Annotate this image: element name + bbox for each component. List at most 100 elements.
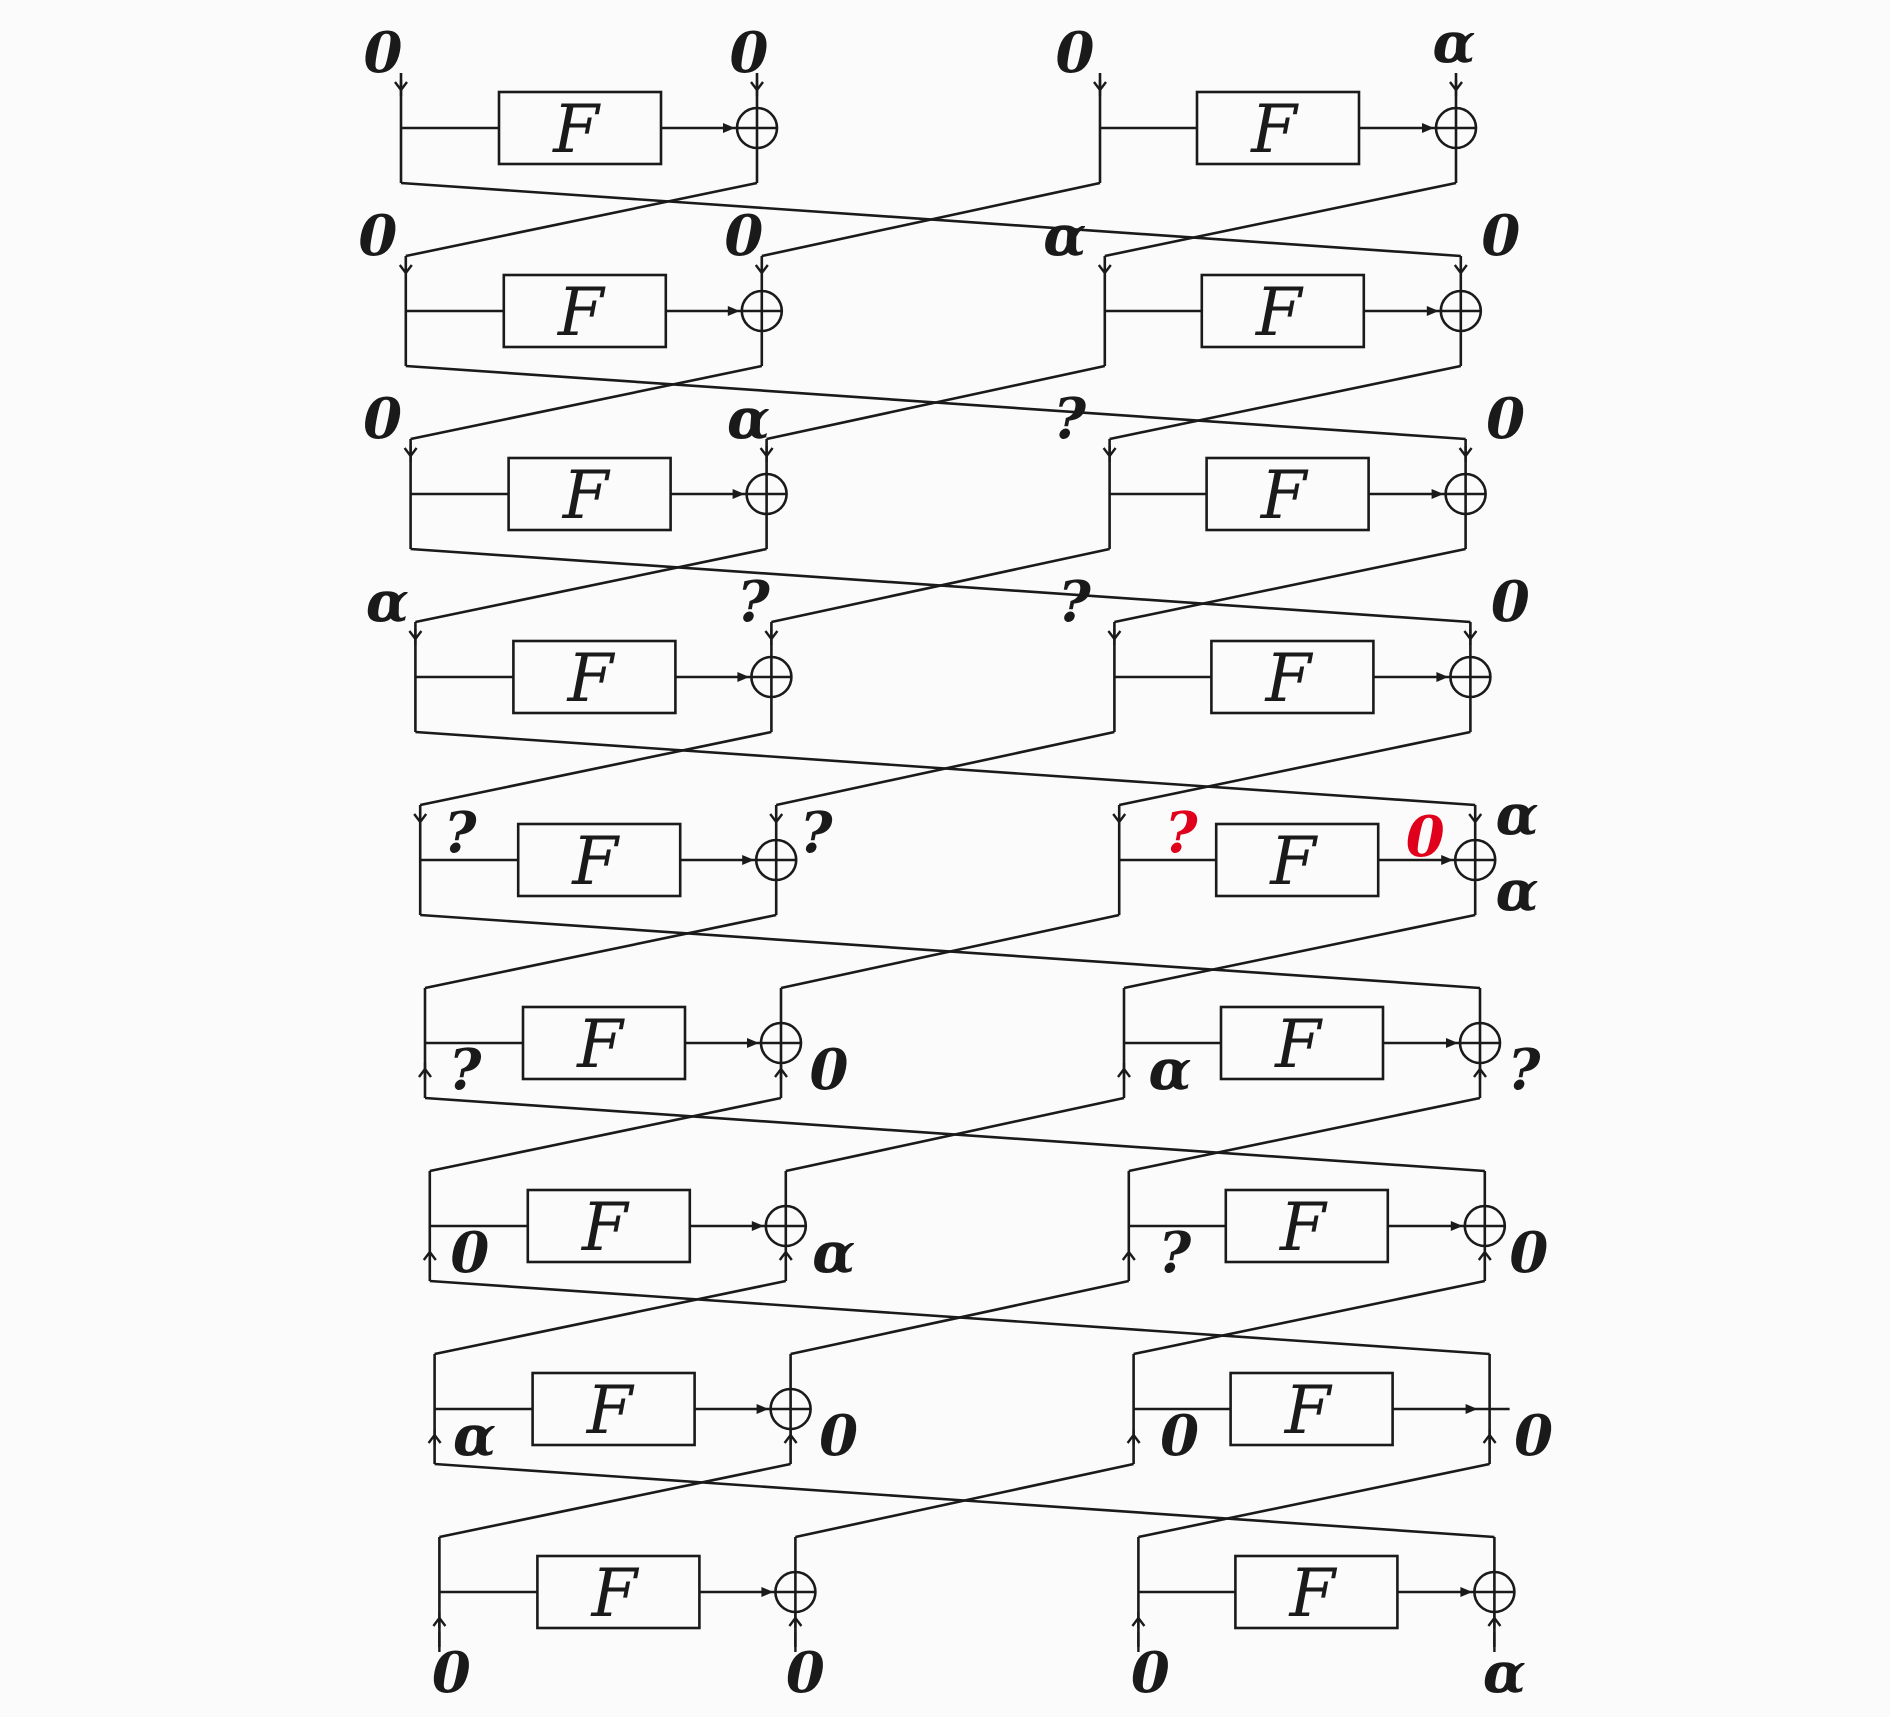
round-1-left: F — [399, 73, 779, 183]
right-input-diff-label: ? — [1053, 386, 1087, 452]
wire-long-cross-0 — [400, 181, 1461, 258]
right-input-diff-label: 0 — [1160, 1403, 1199, 1469]
wire-left-half-5 — [429, 1096, 782, 1173]
f-function-box — [516, 822, 682, 898]
direction-tick-head — [1468, 813, 1483, 824]
f-function-label: F — [581, 1189, 630, 1266]
wire-right-half-1 — [1109, 364, 1462, 441]
f-function-box — [1224, 1188, 1390, 1264]
left-input-diff-label: α — [453, 1403, 496, 1469]
right-xor-diff-label: 0 — [1486, 386, 1525, 452]
round-2-left: F — [404, 256, 784, 366]
wire-left-half-1 — [410, 364, 763, 441]
direction-tick-head — [1121, 1250, 1136, 1261]
direction-tick-head — [394, 81, 408, 92]
direction-tick-head — [778, 1250, 793, 1261]
f-function-label: F — [1284, 1372, 1333, 1449]
direction-tick-head — [1463, 630, 1478, 641]
left-input-diff-label: ? — [444, 800, 478, 866]
f-function-label: F — [571, 823, 620, 900]
wire-long-cross-7 — [434, 1462, 1495, 1539]
arrow-head — [1422, 123, 1434, 133]
direction-tick-head — [1458, 447, 1473, 458]
direction-tick-head — [750, 81, 764, 92]
round-9-left: F — [438, 1537, 817, 1647]
round-6-left: F — [423, 988, 803, 1098]
f-function-label: F — [1269, 823, 1318, 900]
f-function-label: F — [557, 274, 606, 351]
round-9-right: F — [1137, 1537, 1516, 1647]
f-function-box — [1229, 1371, 1394, 1447]
left-xor-diff-label: 0 — [819, 1403, 858, 1469]
arrow-head — [1441, 855, 1454, 865]
direction-tick-head — [1126, 1433, 1141, 1444]
f-function-label: F — [562, 457, 611, 534]
right-input-diff-label: 0 — [1056, 20, 1095, 86]
f-function-label: F — [1260, 457, 1309, 534]
right-xor-diff-label: ? — [1508, 1037, 1542, 1103]
right-xor-diff-label: α — [1432, 10, 1475, 76]
f-function-box — [1214, 822, 1380, 898]
direction-tick-head — [1107, 630, 1122, 641]
right-input-diff-label: ? — [1058, 569, 1092, 635]
round-3-left: F — [409, 439, 788, 549]
left-input-diff-label: 0 — [358, 203, 397, 269]
left-xor-diff-label: α — [812, 1220, 855, 1286]
direction-tick-head — [432, 1616, 447, 1627]
wire-left-half-2 — [415, 547, 767, 624]
left-input-diff-label: 0 — [432, 1640, 471, 1706]
direction-tick-head — [783, 1433, 798, 1444]
f-function-box — [536, 1554, 701, 1630]
right-input-diff-label: α — [1043, 203, 1086, 269]
right-xor-diff-label: 0 — [1491, 569, 1530, 635]
left-xor-diff-label: ? — [737, 569, 771, 635]
arrow-head — [1436, 672, 1449, 682]
round-7-left: F — [428, 1171, 808, 1281]
direction-tick-head — [764, 630, 779, 641]
wire-right-half-4 — [1123, 913, 1476, 990]
arrow-head — [723, 123, 735, 133]
right-input-diff-label: ? — [1158, 1220, 1192, 1286]
right-input-diff-label: ? — [1165, 800, 1199, 866]
direction-tick-head — [398, 264, 413, 275]
f-function-label: F — [1279, 1189, 1328, 1266]
arrow-head — [1446, 1038, 1458, 1048]
right-xor-top-diff-label: α — [1496, 782, 1539, 848]
round-2-right: F — [1103, 256, 1483, 366]
direction-tick-head — [1097, 264, 1112, 275]
wire-long-cross-2 — [410, 547, 1471, 624]
direction-tick-head — [413, 813, 428, 824]
wire-left-half-6 — [434, 1279, 787, 1356]
wire-long-cross-5 — [424, 1096, 1485, 1173]
direction-tick-head — [418, 1067, 432, 1078]
f-output-diff-label: 0 — [1406, 804, 1445, 870]
direction-tick-head — [422, 1250, 437, 1261]
f-function-box — [1200, 273, 1366, 349]
round-6-right: F — [1122, 988, 1502, 1098]
round-7-right: F — [1127, 1171, 1507, 1281]
direction-tick-head — [427, 1433, 442, 1444]
f-function-box — [502, 273, 668, 349]
round-8-right: F — [1132, 1354, 1510, 1464]
left-input-diff-label: 0 — [364, 20, 403, 86]
wire-right-half-3 — [1118, 730, 1471, 807]
left-input-diff-label: 0 — [363, 386, 402, 452]
round-4-right: F — [1113, 622, 1492, 732]
wire-long-cross-6 — [429, 1279, 1490, 1356]
direction-tick-head — [408, 630, 423, 641]
f-function-box — [1210, 639, 1375, 715]
wire-left-half-7 — [439, 1462, 791, 1539]
direction-tick-head — [1473, 1067, 1487, 1078]
arrow-head — [727, 306, 740, 316]
f-function-box — [507, 456, 672, 532]
f-function-label: F — [1255, 274, 1304, 351]
f-function-label: F — [576, 1006, 625, 1083]
left-xor-diff-label: α — [727, 386, 770, 452]
direction-tick-head — [788, 1616, 803, 1627]
round-5-left: F — [418, 805, 798, 915]
f-function-label: F — [1274, 1006, 1323, 1083]
arrow-head — [756, 1404, 769, 1414]
